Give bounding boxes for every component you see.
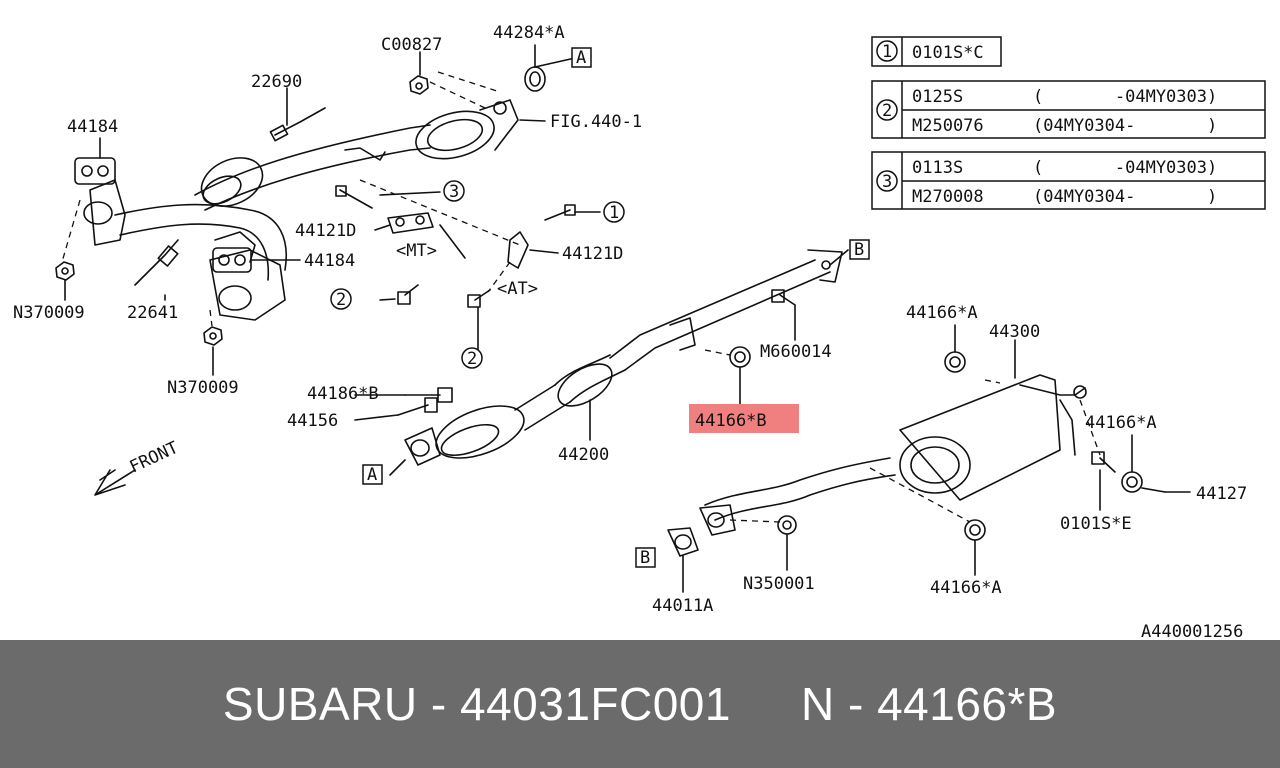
label-22690: 22690 bbox=[251, 72, 302, 92]
label-44166a-bottom: 44166*A bbox=[930, 578, 1002, 598]
callout-2-bottom: 2 bbox=[467, 349, 477, 369]
callout-1: 1 bbox=[609, 203, 619, 223]
footer-selected-part: N - 44166*B bbox=[800, 678, 1058, 730]
legend-row3-num: 3 bbox=[882, 172, 892, 192]
label-n350001: N350001 bbox=[743, 574, 815, 594]
label-fig440-1: FIG.440-1 bbox=[550, 112, 642, 132]
label-front: FRONT bbox=[127, 438, 182, 478]
diagram-id: A440001256 bbox=[1141, 622, 1243, 640]
label-m660014: M660014 bbox=[760, 342, 832, 362]
label-n370009-mid: N370009 bbox=[167, 378, 239, 398]
ref-b-top: B bbox=[854, 240, 864, 260]
label-44184-mid: 44184 bbox=[304, 251, 355, 271]
label-0101se: 0101S*E bbox=[1060, 514, 1132, 534]
label-44121d-right: 44121D bbox=[562, 244, 623, 264]
callout-2-left: 2 bbox=[336, 290, 346, 310]
footer-brand-part: SUBARU - 44031FC001 bbox=[222, 678, 731, 730]
legend-row2-b-part: M250076 bbox=[912, 116, 984, 136]
legend-row2-a-range: ( -04MY0303) bbox=[1033, 87, 1217, 107]
label-44166b-selected[interactable]: 44166*B bbox=[695, 411, 767, 431]
legend-row2-b-range: (04MY0304- ) bbox=[1033, 116, 1217, 136]
legend-row3-a-part: 0113S bbox=[912, 158, 963, 178]
label-c00827: C00827 bbox=[381, 35, 442, 55]
label-44284a: 44284*A bbox=[493, 23, 565, 43]
footer-bar: SUBARU - 44031FC001 N - 44166*B bbox=[0, 640, 1280, 768]
ref-a-top: A bbox=[576, 48, 586, 68]
label-44011a: 44011A bbox=[652, 596, 713, 616]
label-44300: 44300 bbox=[989, 322, 1040, 342]
legend-row2-num: 2 bbox=[882, 101, 892, 121]
highlight-box bbox=[689, 404, 799, 433]
legend-row2-a-part: 0125S bbox=[912, 87, 963, 107]
label-22641: 22641 bbox=[127, 303, 178, 323]
legend-row3-b-part: M270008 bbox=[912, 187, 984, 207]
label-at: <AT> bbox=[497, 279, 538, 299]
legend-row1-num: 1 bbox=[882, 42, 892, 62]
label-44166a-top: 44166*A bbox=[906, 303, 978, 323]
legend-row3-b-range: (04MY0304- ) bbox=[1033, 187, 1217, 207]
callout-3: 3 bbox=[449, 182, 459, 202]
label-44166a-right: 44166*A bbox=[1085, 413, 1157, 433]
label-n370009-left: N370009 bbox=[13, 303, 85, 323]
exhaust-system-diagram: C00827 44284*A 22690 44184 FIG.440-1 441… bbox=[13, 23, 1266, 640]
label-44156: 44156 bbox=[287, 411, 338, 431]
label-44127: 44127 bbox=[1196, 484, 1247, 504]
ref-b-bottom: B bbox=[640, 548, 650, 568]
label-44186b: 44186*B bbox=[307, 384, 379, 404]
ref-a-bottom: A bbox=[367, 465, 377, 485]
legend-row1-part: 0101S*C bbox=[912, 43, 984, 63]
legend-row3-a-range: ( -04MY0303) bbox=[1033, 158, 1217, 178]
label-44184-top: 44184 bbox=[67, 117, 118, 137]
label-mt: <MT> bbox=[396, 241, 437, 261]
label-44200: 44200 bbox=[558, 445, 609, 465]
label-44121d-left: 44121D bbox=[295, 221, 356, 241]
